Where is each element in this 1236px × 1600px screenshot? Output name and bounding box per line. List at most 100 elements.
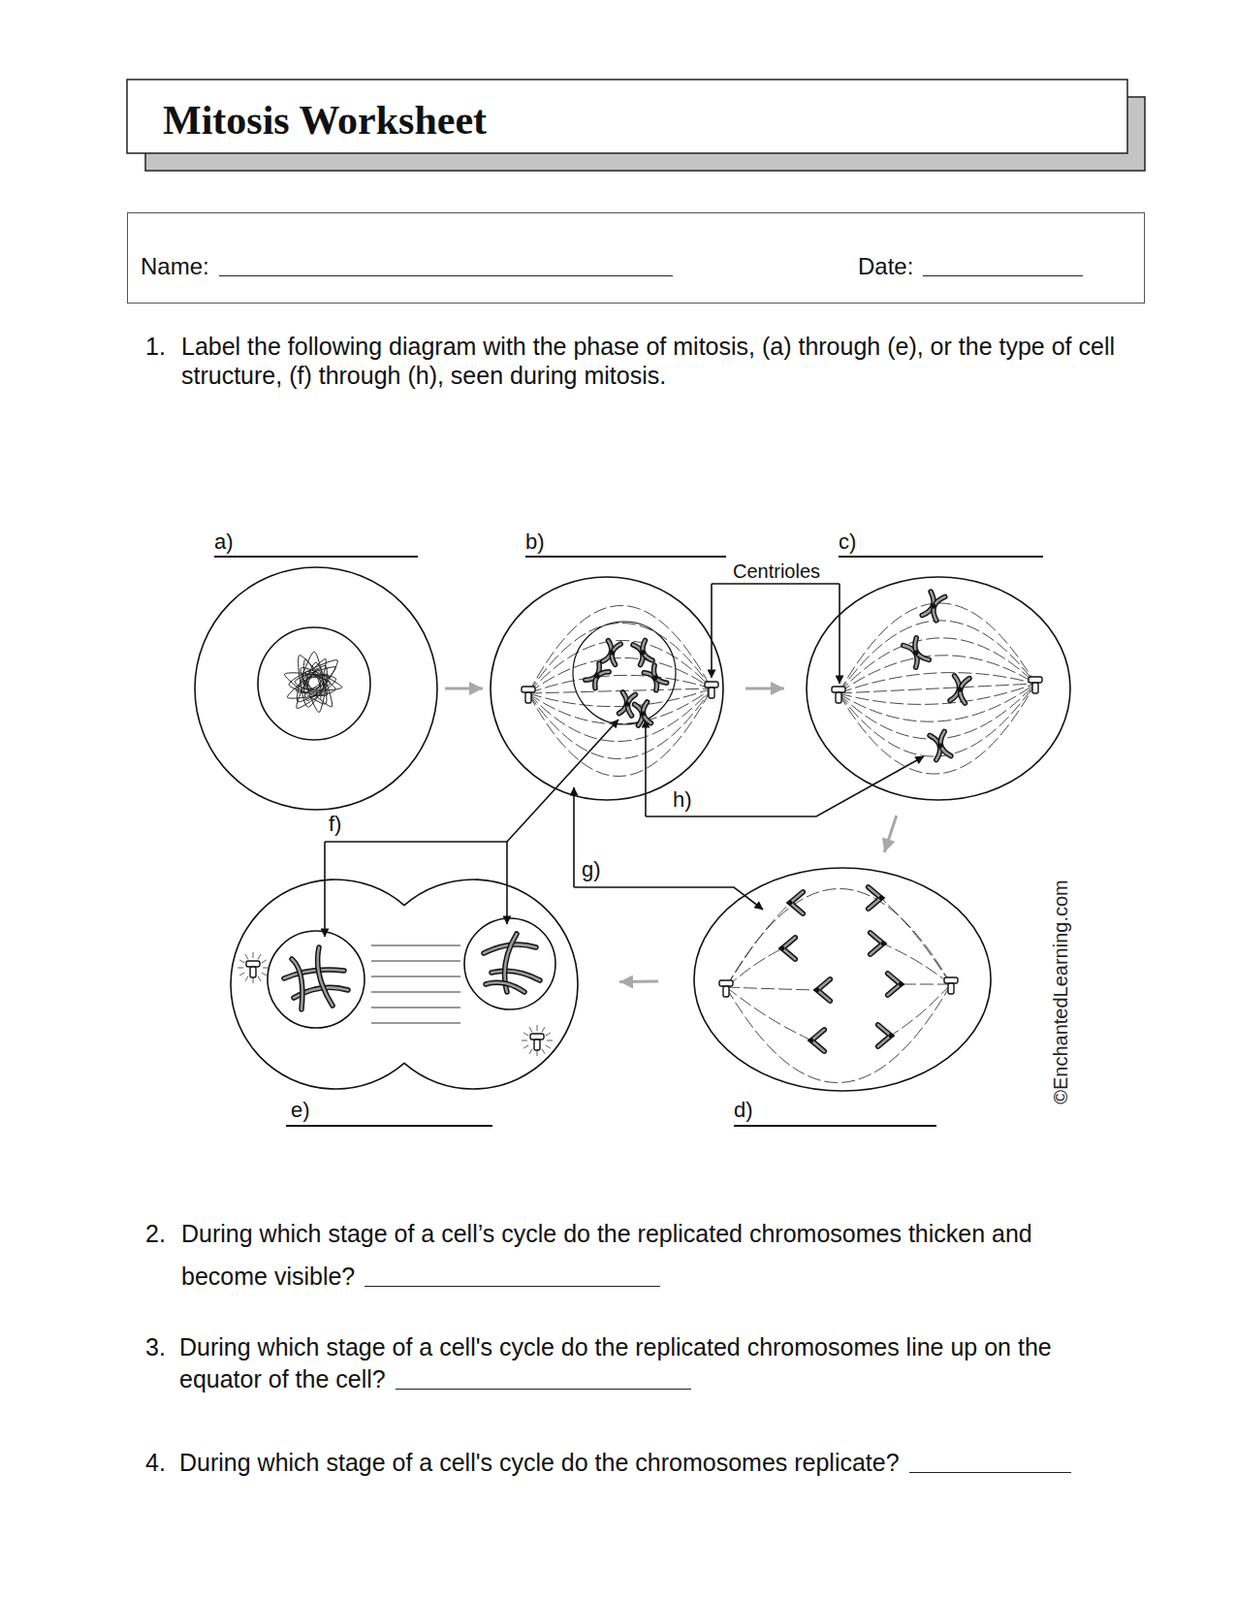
drawing-line (371, 1007, 461, 1009)
nucleus (257, 627, 371, 740)
cell-membrane (694, 867, 991, 1091)
cell-membrane (194, 567, 438, 810)
cell-drawing (192, 565, 440, 812)
phase-arrow (444, 687, 483, 691)
drawing-line (537, 1024, 539, 1031)
chromosome (602, 640, 621, 666)
drawing-circle (881, 941, 887, 947)
drawing-rect (708, 687, 715, 698)
text-holder: d) (733, 1097, 754, 1123)
phase-arrow (745, 687, 785, 691)
text-holder: c) (838, 529, 856, 555)
chromatin (284, 651, 342, 713)
drawing-path (639, 639, 653, 663)
label-holder: During which stage of a cell's cycle do … (179, 1447, 1198, 1477)
drawing-rect (1032, 682, 1039, 694)
drawing-rect (534, 1039, 540, 1050)
drawing-circle (639, 649, 647, 657)
drawing-path (485, 982, 525, 992)
drawing-path (291, 958, 303, 1010)
chromosome (643, 665, 666, 691)
drawing-rect (525, 692, 532, 703)
drawing-circle (639, 710, 646, 717)
drawing-path (649, 665, 667, 686)
drawing-path (528, 688, 712, 742)
spindle-fibers (726, 887, 951, 1082)
spindle-fibers (528, 604, 712, 776)
text-holder: Date: (857, 253, 1083, 281)
drawing-line (523, 1045, 529, 1048)
drawing-path (528, 674, 712, 694)
drawing-circle (937, 742, 944, 749)
chromosome (921, 591, 946, 621)
drawing-circle (809, 1038, 815, 1044)
cell-membrane (230, 879, 578, 1089)
interphase-cell: a) (192, 565, 440, 812)
question-text: During which stage of a cell's cycle do … (179, 1332, 1052, 1393)
spindle-fibers (838, 602, 1036, 774)
drawing-path (285, 1124, 493, 1127)
drawing-path (733, 1124, 937, 1127)
question-number: 2. (145, 1219, 166, 1247)
drawing-path (572, 787, 575, 888)
cell-drawing (804, 574, 1073, 802)
chromatid (788, 891, 804, 914)
chromosomes (284, 933, 540, 1010)
drawing-path (324, 840, 508, 843)
drawing-line (261, 959, 267, 963)
drawing-path (528, 688, 712, 777)
drawing-path (609, 642, 622, 666)
drawing-line (245, 953, 249, 959)
drawing-path (644, 719, 647, 817)
title-frame (126, 79, 1145, 171)
cell-parts (230, 879, 578, 1089)
drawing-path (838, 683, 1036, 704)
drawing-circle (956, 686, 963, 693)
chromosome (634, 701, 652, 726)
drawing-line (253, 977, 254, 983)
drawing-line (239, 972, 245, 976)
spindle-fibers (726, 897, 951, 1041)
label-holder: 3. (145, 1331, 166, 1363)
drawing-rect (521, 686, 536, 693)
chromatid (887, 973, 904, 995)
drawing-circle (898, 982, 904, 987)
label-holder: During which stage of a cell’s cycle do … (181, 1211, 1088, 1298)
drawing-circle (815, 987, 821, 993)
drawing-circle (608, 649, 615, 656)
label-holder: ©EnchantedLearning.com (1048, 879, 1073, 1105)
drawing-path (881, 897, 951, 984)
cell-parts (194, 567, 438, 810)
telophase-cell: e) (223, 877, 585, 1091)
text-holder: Name: (140, 253, 673, 281)
drawing-path (639, 639, 653, 663)
stage-letter: d) (733, 1097, 754, 1122)
drawing-line (239, 959, 245, 963)
drawing-path (528, 639, 712, 694)
chromosome (633, 639, 653, 665)
stage-letter: e) (290, 1097, 311, 1122)
label-holder: During which stage of a cell's cycle do … (179, 1331, 1086, 1395)
drawing-line (541, 1048, 545, 1054)
drawing-line (262, 967, 269, 969)
drawing-path (317, 947, 333, 1006)
drawing-path (726, 983, 951, 1083)
chromosome (585, 663, 609, 688)
label-holder: 4. (145, 1447, 166, 1477)
drawing-rect (719, 980, 733, 986)
drawing-path (726, 887, 951, 987)
drawing-path (838, 555, 1044, 558)
drawing-circle (888, 1033, 894, 1039)
drawing-rect (835, 692, 842, 703)
drawing-line (237, 967, 244, 969)
drawing-path (726, 986, 818, 990)
drawing-path (491, 970, 540, 981)
cell-parts (490, 576, 724, 800)
centriole (521, 686, 536, 703)
drawing-line (257, 953, 261, 959)
stage-letter: a) (214, 529, 234, 554)
drawing-path (838, 683, 1036, 739)
drawing-path (726, 986, 812, 1041)
question-text: During which stage of a cell’s cycle do … (181, 1219, 1033, 1290)
